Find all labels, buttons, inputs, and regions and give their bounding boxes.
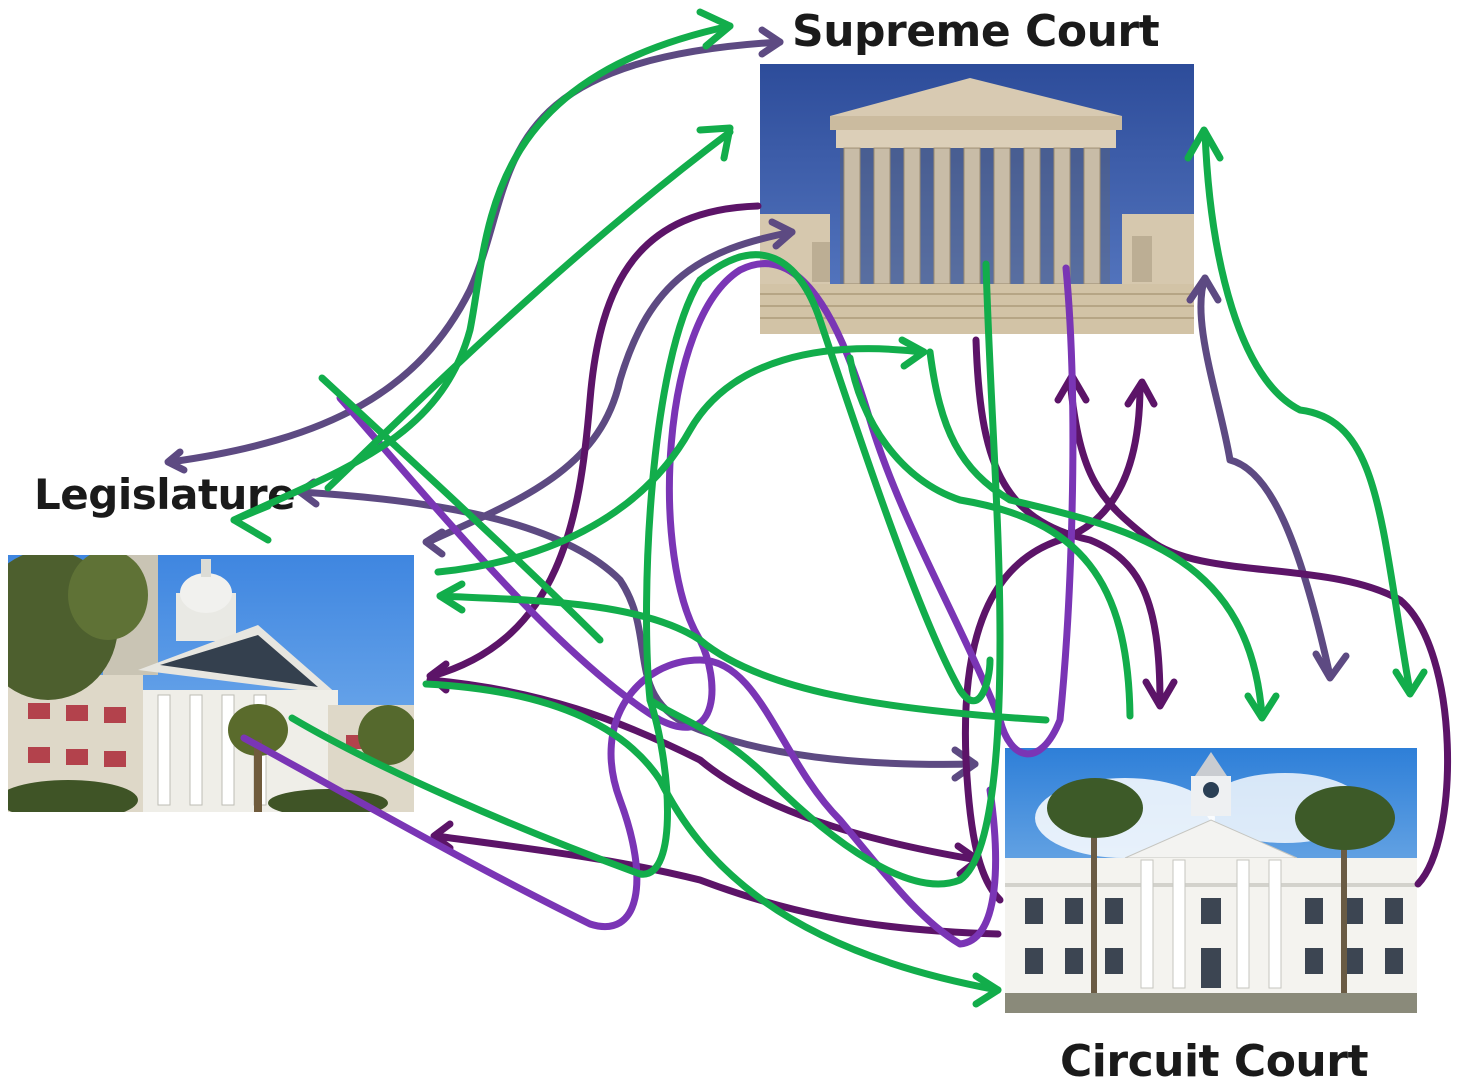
arrow-legis-to-supreme-arc [434,345,926,576]
supreme-court-label: Supreme Court [792,6,1160,57]
arrow-legis-to-supreme-top [166,38,784,466]
arrow-supreme-to-circuit-far-right [1201,128,1414,696]
arrow-circuit-to-legis-mid [436,592,1050,724]
arrow-legis-to-supreme-outer [230,22,734,524]
arrow-legis-to-supreme-mid [424,228,796,546]
arrow-supreme-to-circuit-right [1197,274,1334,680]
circuit-court-photo [1005,748,1417,1013]
supreme-court-photo [760,64,1194,334]
legislature-label: Legislature [34,470,296,519]
arrow-legis-to-supreme-straight [324,128,734,492]
circuit-court-label: Circuit Court [1060,1036,1369,1087]
arrow-circuit-to-legis-loop [428,202,762,680]
legislature-photo [8,555,414,812]
